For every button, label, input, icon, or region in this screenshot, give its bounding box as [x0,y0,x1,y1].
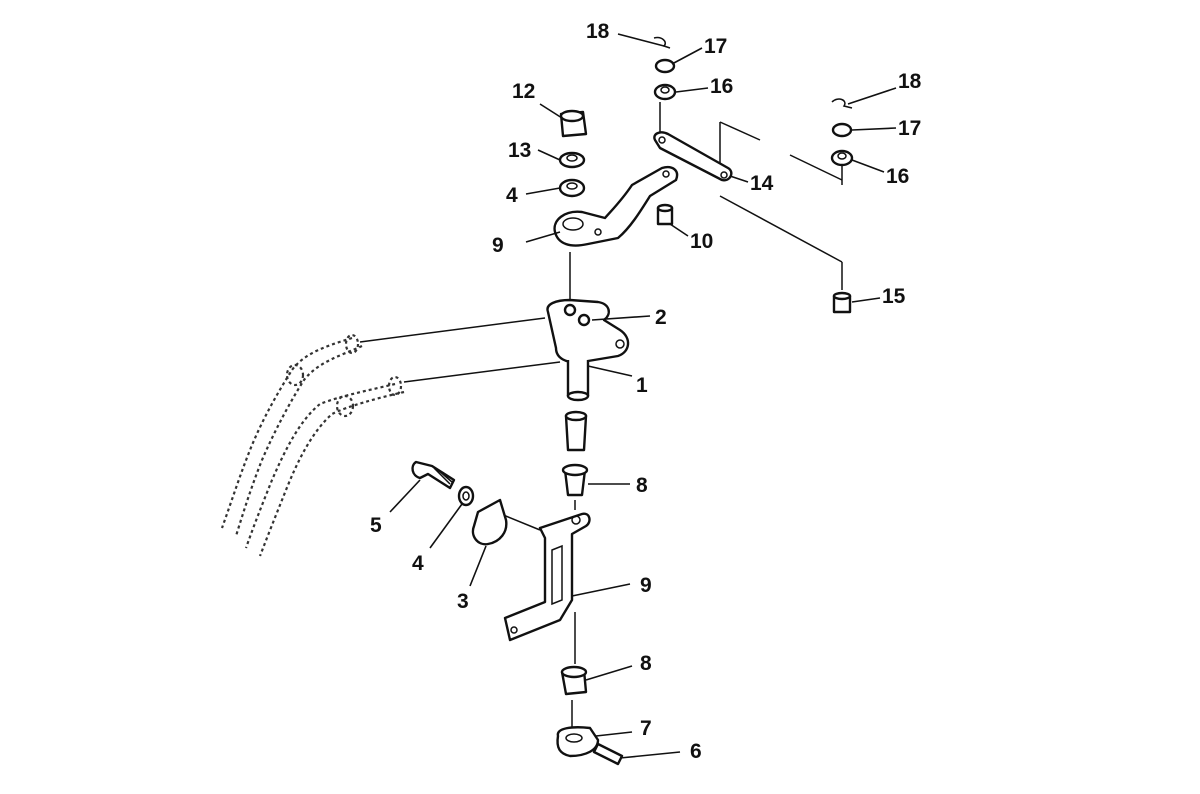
label-9: 9 [640,574,652,597]
label-14: 14 [750,172,774,195]
part-1-shaft-plate [546,298,630,402]
part-18-top-clip [653,36,671,49]
label-7: 7 [640,717,652,740]
part-8-lower-bushing [560,665,588,696]
part-18-right-clip [831,98,853,109]
label-18-right: 18 [898,70,922,93]
label-10: 9 [492,234,504,257]
part-11-pin [656,203,674,226]
hand-lever-ghost [220,333,405,557]
label-8-lower: 8 [640,652,652,675]
part-16-right-washer [830,149,854,167]
label-3: 3 [457,590,469,613]
label-18-top: 18 [586,20,610,43]
label-2: 2 [655,306,667,329]
assembly-lines [359,102,843,728]
label-4-upper: 4 [506,184,518,207]
part-17-right-nut [831,122,853,138]
part-7-collar [556,726,600,758]
leader-lines [389,33,897,759]
label-1: 1 [636,374,648,397]
label-15: 15 [882,285,906,308]
part-17-top-nut [654,58,676,74]
label-13: 13 [508,139,531,162]
part-13-washer [558,151,586,169]
part-10-lever-arm [553,166,679,247]
label-8-upper: 8 [636,474,648,497]
part-14-link-rod [653,131,733,182]
label-11: 10 [690,230,713,253]
part-5-bolt [411,460,456,490]
shaft-roller [564,410,588,452]
part-16-top-washer [653,83,677,101]
label-16-top: 16 [710,75,733,98]
part-12-nut [559,109,588,138]
label-4-lower: 4 [412,552,424,575]
part-9-bracket [503,512,591,642]
part-15-stud [832,291,852,314]
part-4-upper-washer [558,178,586,198]
label-17-top: 17 [704,35,727,58]
part-3-clip [471,498,508,546]
part-6-pin [592,742,624,766]
label-16-right: 16 [886,165,909,188]
label-6: 6 [690,740,702,763]
part-4-lower-washer [457,485,475,507]
part-labels: 18 17 16 12 13 4 9 10 14 18 17 16 15 2 1… [370,20,922,763]
part-8-upper-bushing [561,463,589,497]
label-5: 5 [370,514,382,537]
label-12: 12 [512,80,535,103]
label-17-right: 17 [898,117,921,140]
